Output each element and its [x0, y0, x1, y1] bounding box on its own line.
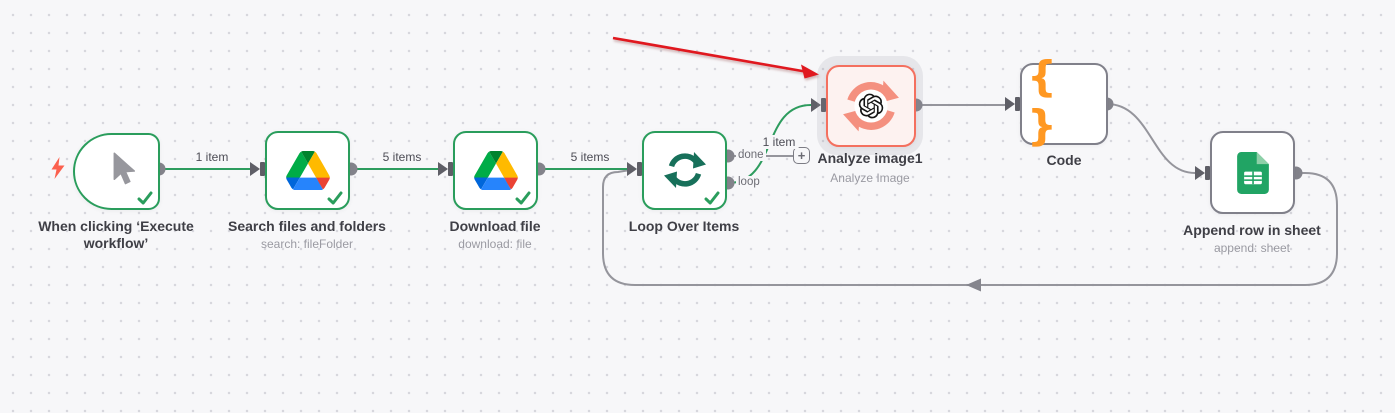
connection-label-1item: 1 item [192, 150, 232, 164]
node-title-trigger: When clicking ‘Execute workflow’ [38, 218, 194, 251]
red-annotation-arrow [612, 36, 819, 79]
node-subtitle-sheets: append: sheet [1213, 241, 1291, 255]
node-gdrive-search[interactable] [265, 131, 350, 210]
loop-back-arrowhead [966, 278, 981, 292]
connection-label-loop-1item: 1 item [759, 135, 799, 149]
node-trigger[interactable] [73, 133, 160, 210]
node-title-sheets: Append row in sheet [1183, 222, 1321, 238]
node-openai-analyze-image[interactable] [826, 65, 916, 147]
code-braces-icon: { } [1027, 52, 1062, 150]
node-title-analyze: Analyze image1 [817, 150, 923, 166]
connection-label-5items-a: 5 items [379, 150, 425, 164]
input-port-download[interactable] [438, 162, 453, 176]
google-drive-icon [473, 151, 518, 190]
success-check-icon [515, 191, 531, 205]
success-check-icon [137, 191, 153, 205]
connection-label-5items-b: 5 items [567, 150, 613, 164]
input-port-sheets[interactable] [1195, 166, 1210, 180]
node-subtitle-analyze: Analyze Image [830, 171, 910, 185]
success-check-icon [327, 191, 343, 205]
node-subtitle-search: search: fileFolder [260, 237, 354, 251]
node-loop-over-items[interactable] [642, 131, 727, 210]
node-title-code: Code [1046, 152, 1082, 168]
openai-icon [843, 80, 899, 132]
node-subtitle-download: download: file [458, 237, 532, 251]
input-port-analyze[interactable] [811, 98, 826, 112]
loop-refresh-icon [663, 151, 706, 188]
input-port-code[interactable] [1005, 97, 1020, 111]
add-node-button[interactable]: + [793, 147, 810, 164]
cursor-icon [113, 151, 135, 184]
node-title-download: Download file [449, 218, 541, 234]
node-gdrive-download[interactable] [453, 131, 538, 210]
node-title-loop: Loop Over Items [628, 218, 740, 234]
connection-code-to-sheets[interactable] [1106, 103, 1196, 174]
google-drive-icon [285, 151, 330, 190]
google-sheets-icon [1236, 151, 1269, 194]
lightning-bolt-icon [51, 157, 65, 179]
node-gsheets-append[interactable] [1210, 131, 1295, 214]
input-port-search[interactable] [250, 162, 265, 176]
node-code[interactable]: { } [1020, 52, 1108, 150]
input-port-loop[interactable] [627, 162, 642, 176]
node-title-search: Search files and folders [228, 218, 386, 234]
success-check-icon [704, 191, 720, 205]
output-label-loop: loop [736, 176, 762, 188]
output-label-done: done [736, 149, 766, 161]
connection-sheets-to-loop[interactable] [602, 169, 1338, 292]
